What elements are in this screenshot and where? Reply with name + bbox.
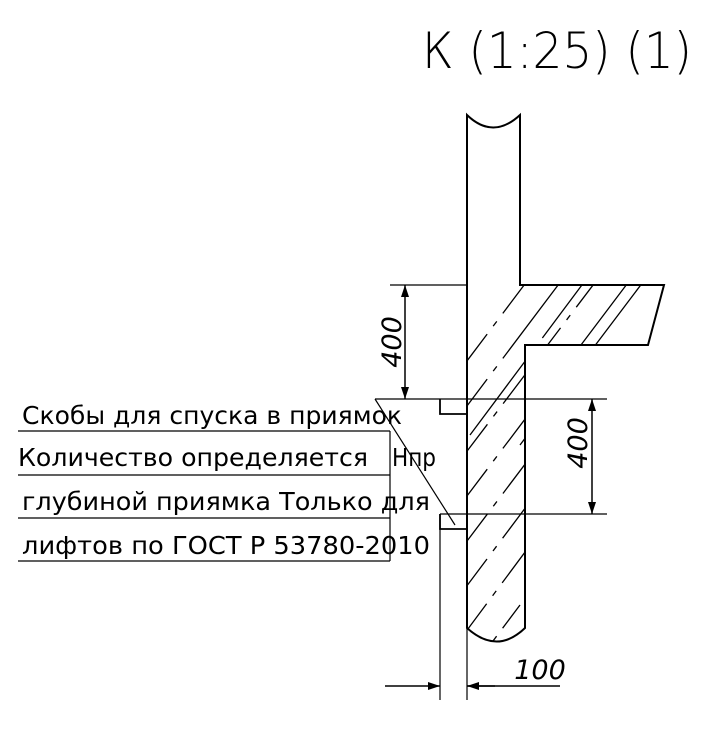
dimension-lower-label: 400 (563, 417, 594, 469)
drawing-title: К (1:25) (1) (422, 22, 692, 80)
wall-outline (466, 112, 666, 643)
note-line-2: Количество определяется (18, 443, 368, 472)
note-line-4: лифтов по ГОСТ Р 53780-2010 (22, 531, 430, 560)
note-leader (18, 398, 456, 562)
dimension-bracket-label: 100 (514, 655, 566, 686)
npr-label: Нпр (392, 443, 436, 472)
dimension-lower-height: 400 (563, 399, 596, 514)
note-line-1: Скобы для спуска в приямок (22, 401, 402, 430)
note-line-3: глубиной приямка Только для (22, 487, 430, 516)
dimension-upper-label: 400 (377, 316, 408, 368)
ladder-bracket (439, 399, 467, 530)
dimension-upper-height: 400 (377, 285, 409, 399)
wall-hatching (467, 115, 664, 642)
